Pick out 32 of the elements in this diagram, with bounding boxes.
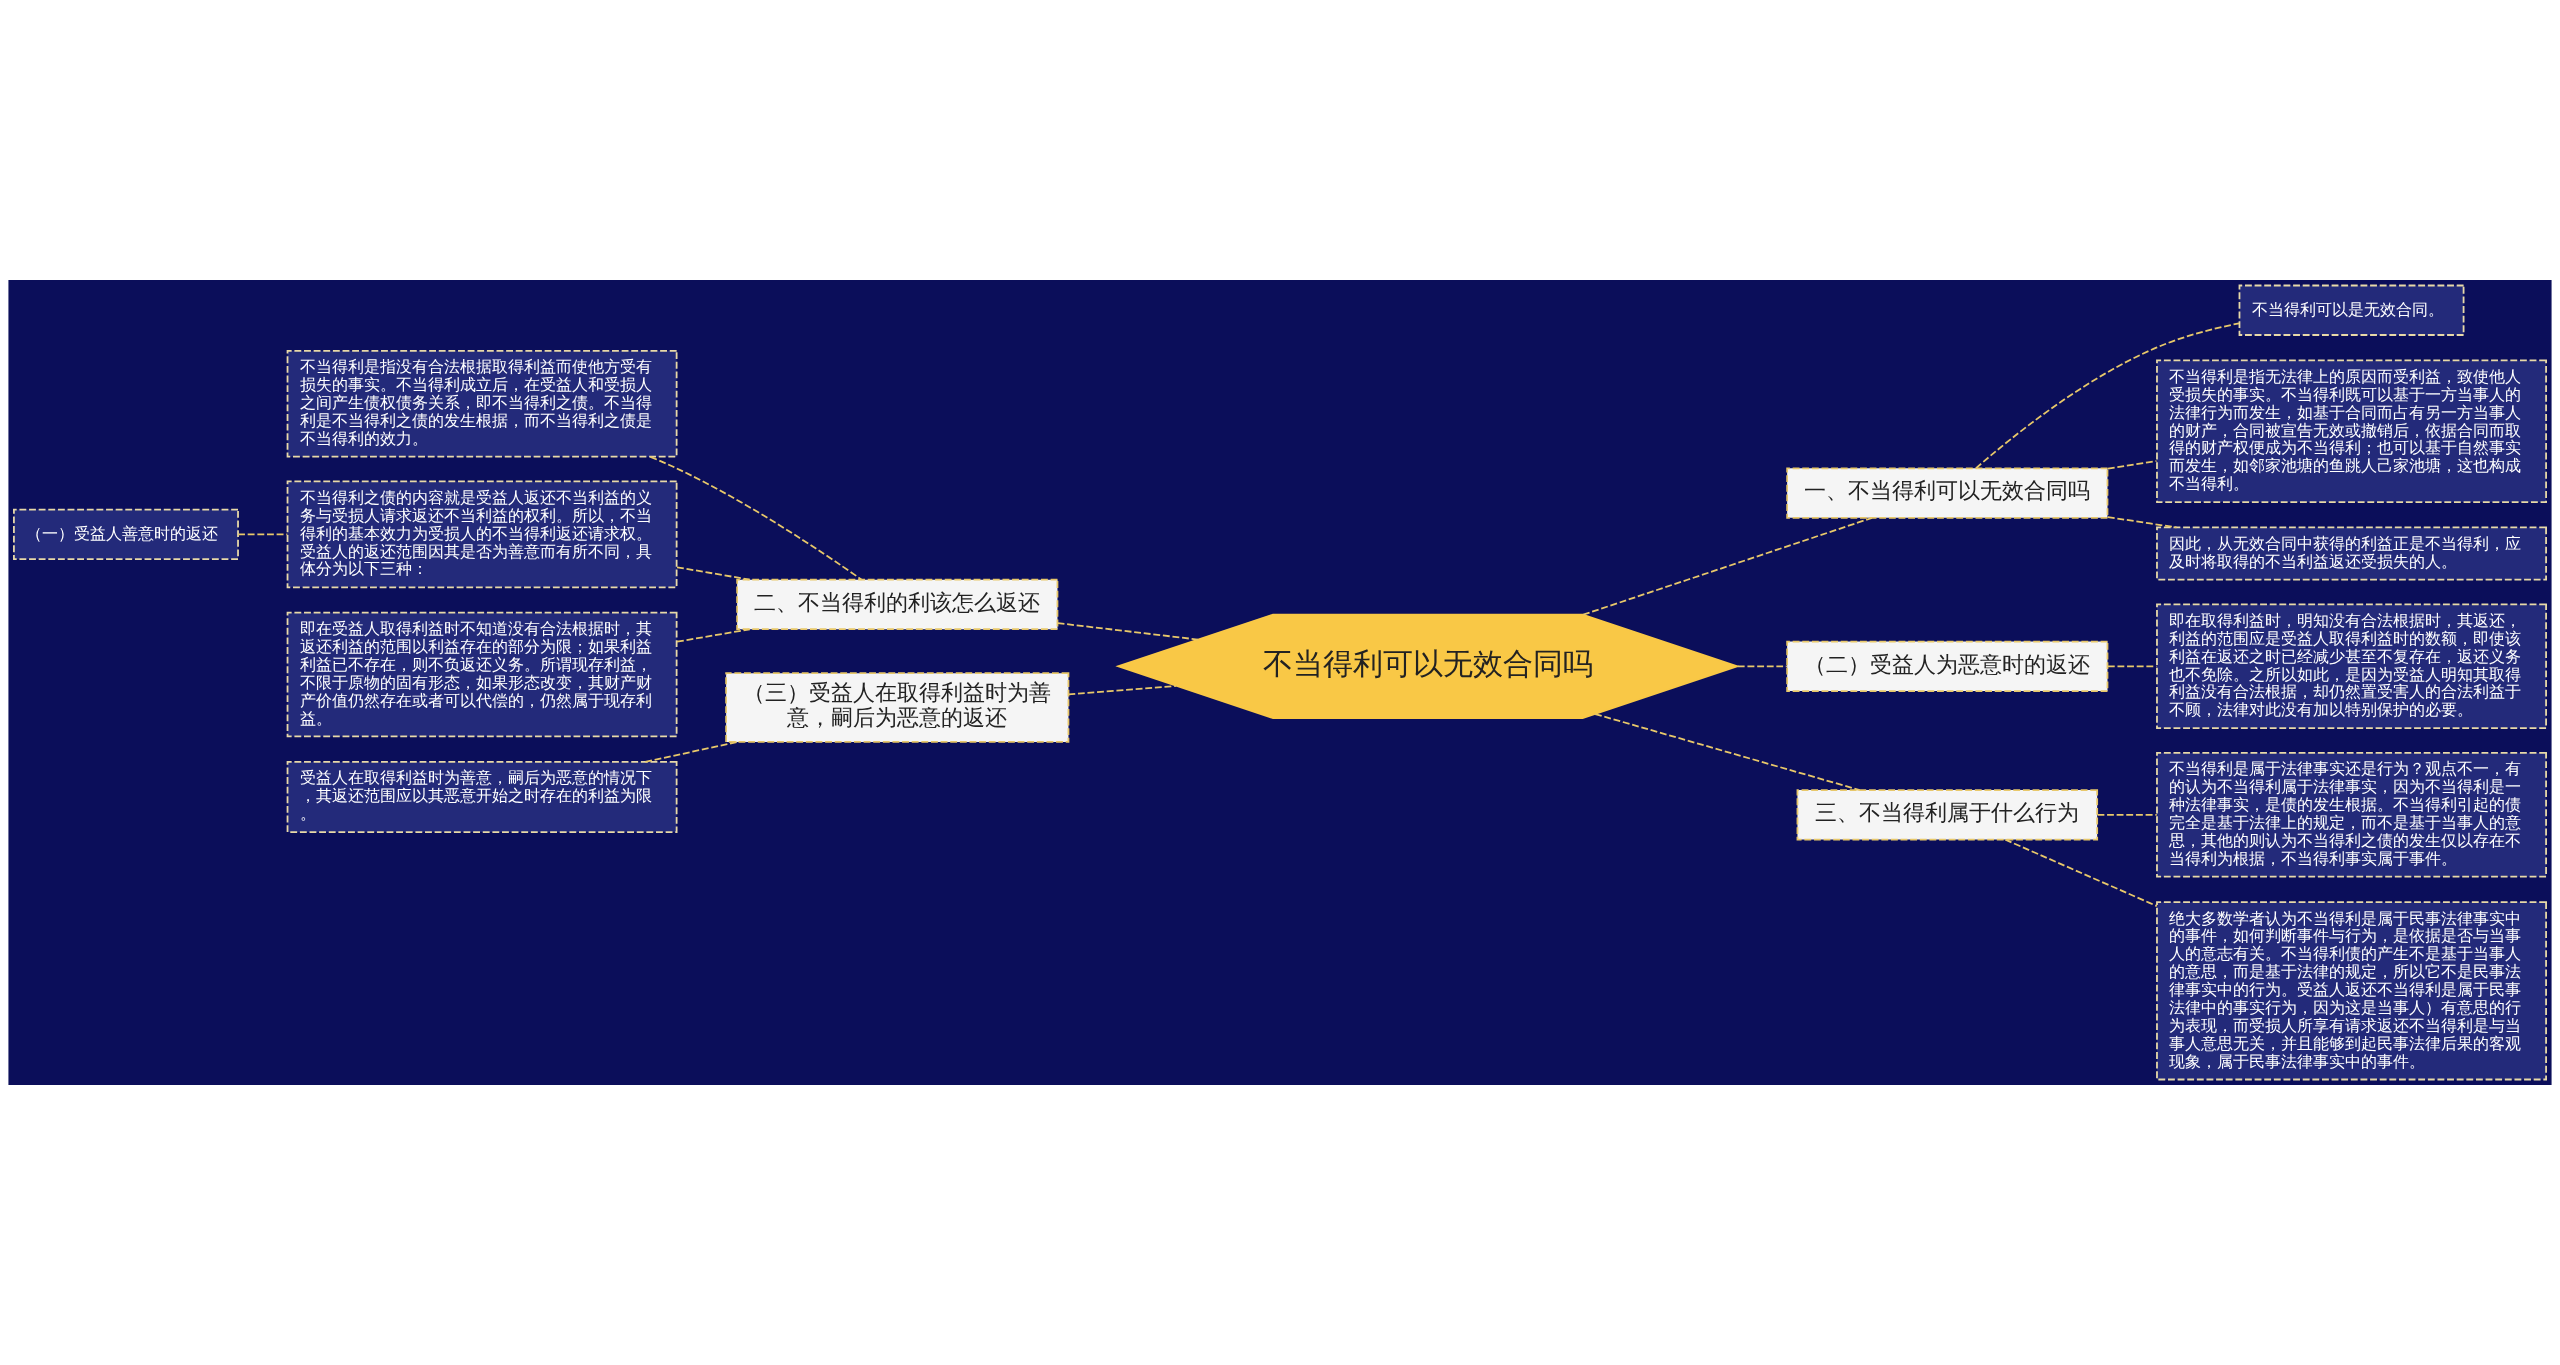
node-box: 一、不当得利可以无效合同吗 (1786, 467, 2109, 519)
connector (676, 628, 751, 643)
connector (2096, 813, 2158, 816)
connector (1582, 517, 1873, 616)
node-box: 因此，从无效合同中获得的利益正是不当得利，应及时将取得的不当利益返还受损失的人。 (2156, 526, 2547, 581)
connector (1056, 622, 1199, 641)
connector (1975, 322, 2240, 470)
connector (2107, 665, 2158, 668)
node-box: 不当得利是指无法律上的原因而受利益，致使他人受损失的事实。不当得利既可以基于一方当事人的法律行为而发生，如基于合同而占有另一方当事人的财产，合同被宣告无效或撤销后，依据合同而取得的财产权便成为不当得利；也可以基于自然事实而发生，如邻家池塘的鱼跳人己家池塘，这也构成不当得利。 (2156, 359, 2547, 503)
connector (2107, 516, 2178, 529)
connector (676, 566, 751, 581)
connector (1736, 665, 1788, 668)
connector (1594, 713, 1861, 791)
node-box: （一）受益人善意时的返还 (13, 508, 239, 560)
node-box: （二）受益人为恶意时的返还 (1786, 640, 2109, 692)
node-box: 不当得利是属于法律事实还是行为？观点不一，有的认为不当得利属于法律事实，因为不当得利是一种法律事实，是债的发生根据。不当得利引起的债完全是基于法律上的规定，而不是基于当事人的意思，其他的则认为不当得利之债的发生仅以存在不当得利为根据，不当得利事实属于事件。 (2156, 752, 2547, 878)
connector (649, 455, 863, 581)
connector (1067, 685, 1178, 696)
node-box: 受益人在取得利益时为善意，嗣后为恶意的情况下，其返还范围应以其恶意开始之时存在的利益为限。 (286, 761, 678, 833)
node-box: 不当得利是指没有合法根据取得利益而使他方受有损失的事实。不当得利成立后，在受益人和受损人之间产生债权债务关系，即不当得利之债。不当得利是不当得利之债的发生根据，而不当得利之债是不当得利的效力。 (286, 349, 678, 458)
connector (644, 741, 739, 763)
node-box: （三）受益人在取得利益时为善意，嗣后为恶意的返还 (725, 672, 1070, 743)
connector (2107, 460, 2158, 470)
node-box: 不当得利可以是无效合同。 (2238, 284, 2465, 336)
node-box: 绝大多数学者认为不当得利是属于民事法律事实中的事件，如何判断事件与行为，是依据是否与当事人的意志有关。不当得利债的产生不是基于当事人的意思，而是基于法律的规定，所以它不是民事法律事实中的行为。受益人返还不当得利是属于民事法律中的事实行为，因为这是当事人）有意思的行为表现，而受损人所享有请求返还不当得利是与当事人意思无关，并且能够到起民事法律后果的客观现象，属于民事法律事实中的事件。 (2156, 901, 2547, 1081)
connector (2004, 838, 2158, 907)
node-box: 即在受益人取得利益时不知道没有合法根据时，其返还利益的范围以利益存在的部分为限；如果利益利益已不存在，则不负返还义务。所谓现存利益，不限于原物的固有形态，如果形态改变，其财产财产价值仍然存在或者可以代偿的，仍然属于现存利益。 (286, 611, 678, 738)
node-box: 三、不当得利属于什么行为 (1796, 789, 2099, 841)
node-box: 二、不当得利的利该怎么返还 (736, 578, 1059, 631)
node-box: 不当得利之债的内容就是受益人返还不当利益的义务与受损人请求返还不当利益的权利。所以，不当得利的基本效力为受损人的不当得利返还请求权。受益人的返还范围因其是否为善意而有所不同，具体分为以下三种： (286, 480, 678, 589)
connector (237, 533, 289, 536)
node-box: 即在取得利益时，明知没有合法根据时，其返还，利益的范围应是受益人取得利益时的数额，即使该利益在返还之时已经减少甚至不复存在，返还义务也不免除。之所以如此，是因为受益人明知其取得利益没有合法根据，却仍然置受害人的合法利益于不顾，法律对此没有加以特别保护的必要。 (2156, 603, 2547, 730)
